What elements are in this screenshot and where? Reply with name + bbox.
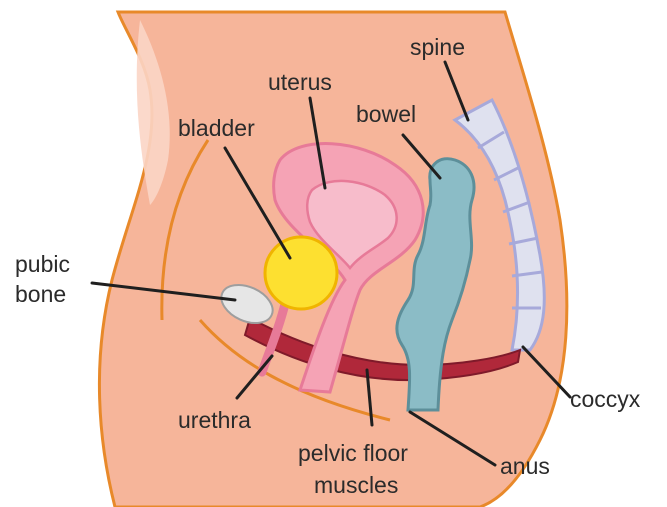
label-bowel: bowel	[356, 101, 416, 127]
label-anus: anus	[500, 453, 550, 479]
label-coccyx: coccyx	[570, 386, 641, 412]
label-pelvic-floor-line1: pelvic floor	[298, 440, 408, 466]
label-pubic-bone-line2: bone	[15, 281, 66, 307]
label-pubic-bone-line1: pubic	[15, 251, 70, 277]
label-uterus: uterus	[268, 69, 332, 95]
label-spine: spine	[410, 34, 465, 60]
label-urethra: urethra	[178, 407, 251, 433]
label-bladder: bladder	[178, 115, 255, 141]
bladder-icon	[265, 237, 337, 309]
label-pelvic-floor-line2: muscles	[314, 472, 398, 498]
